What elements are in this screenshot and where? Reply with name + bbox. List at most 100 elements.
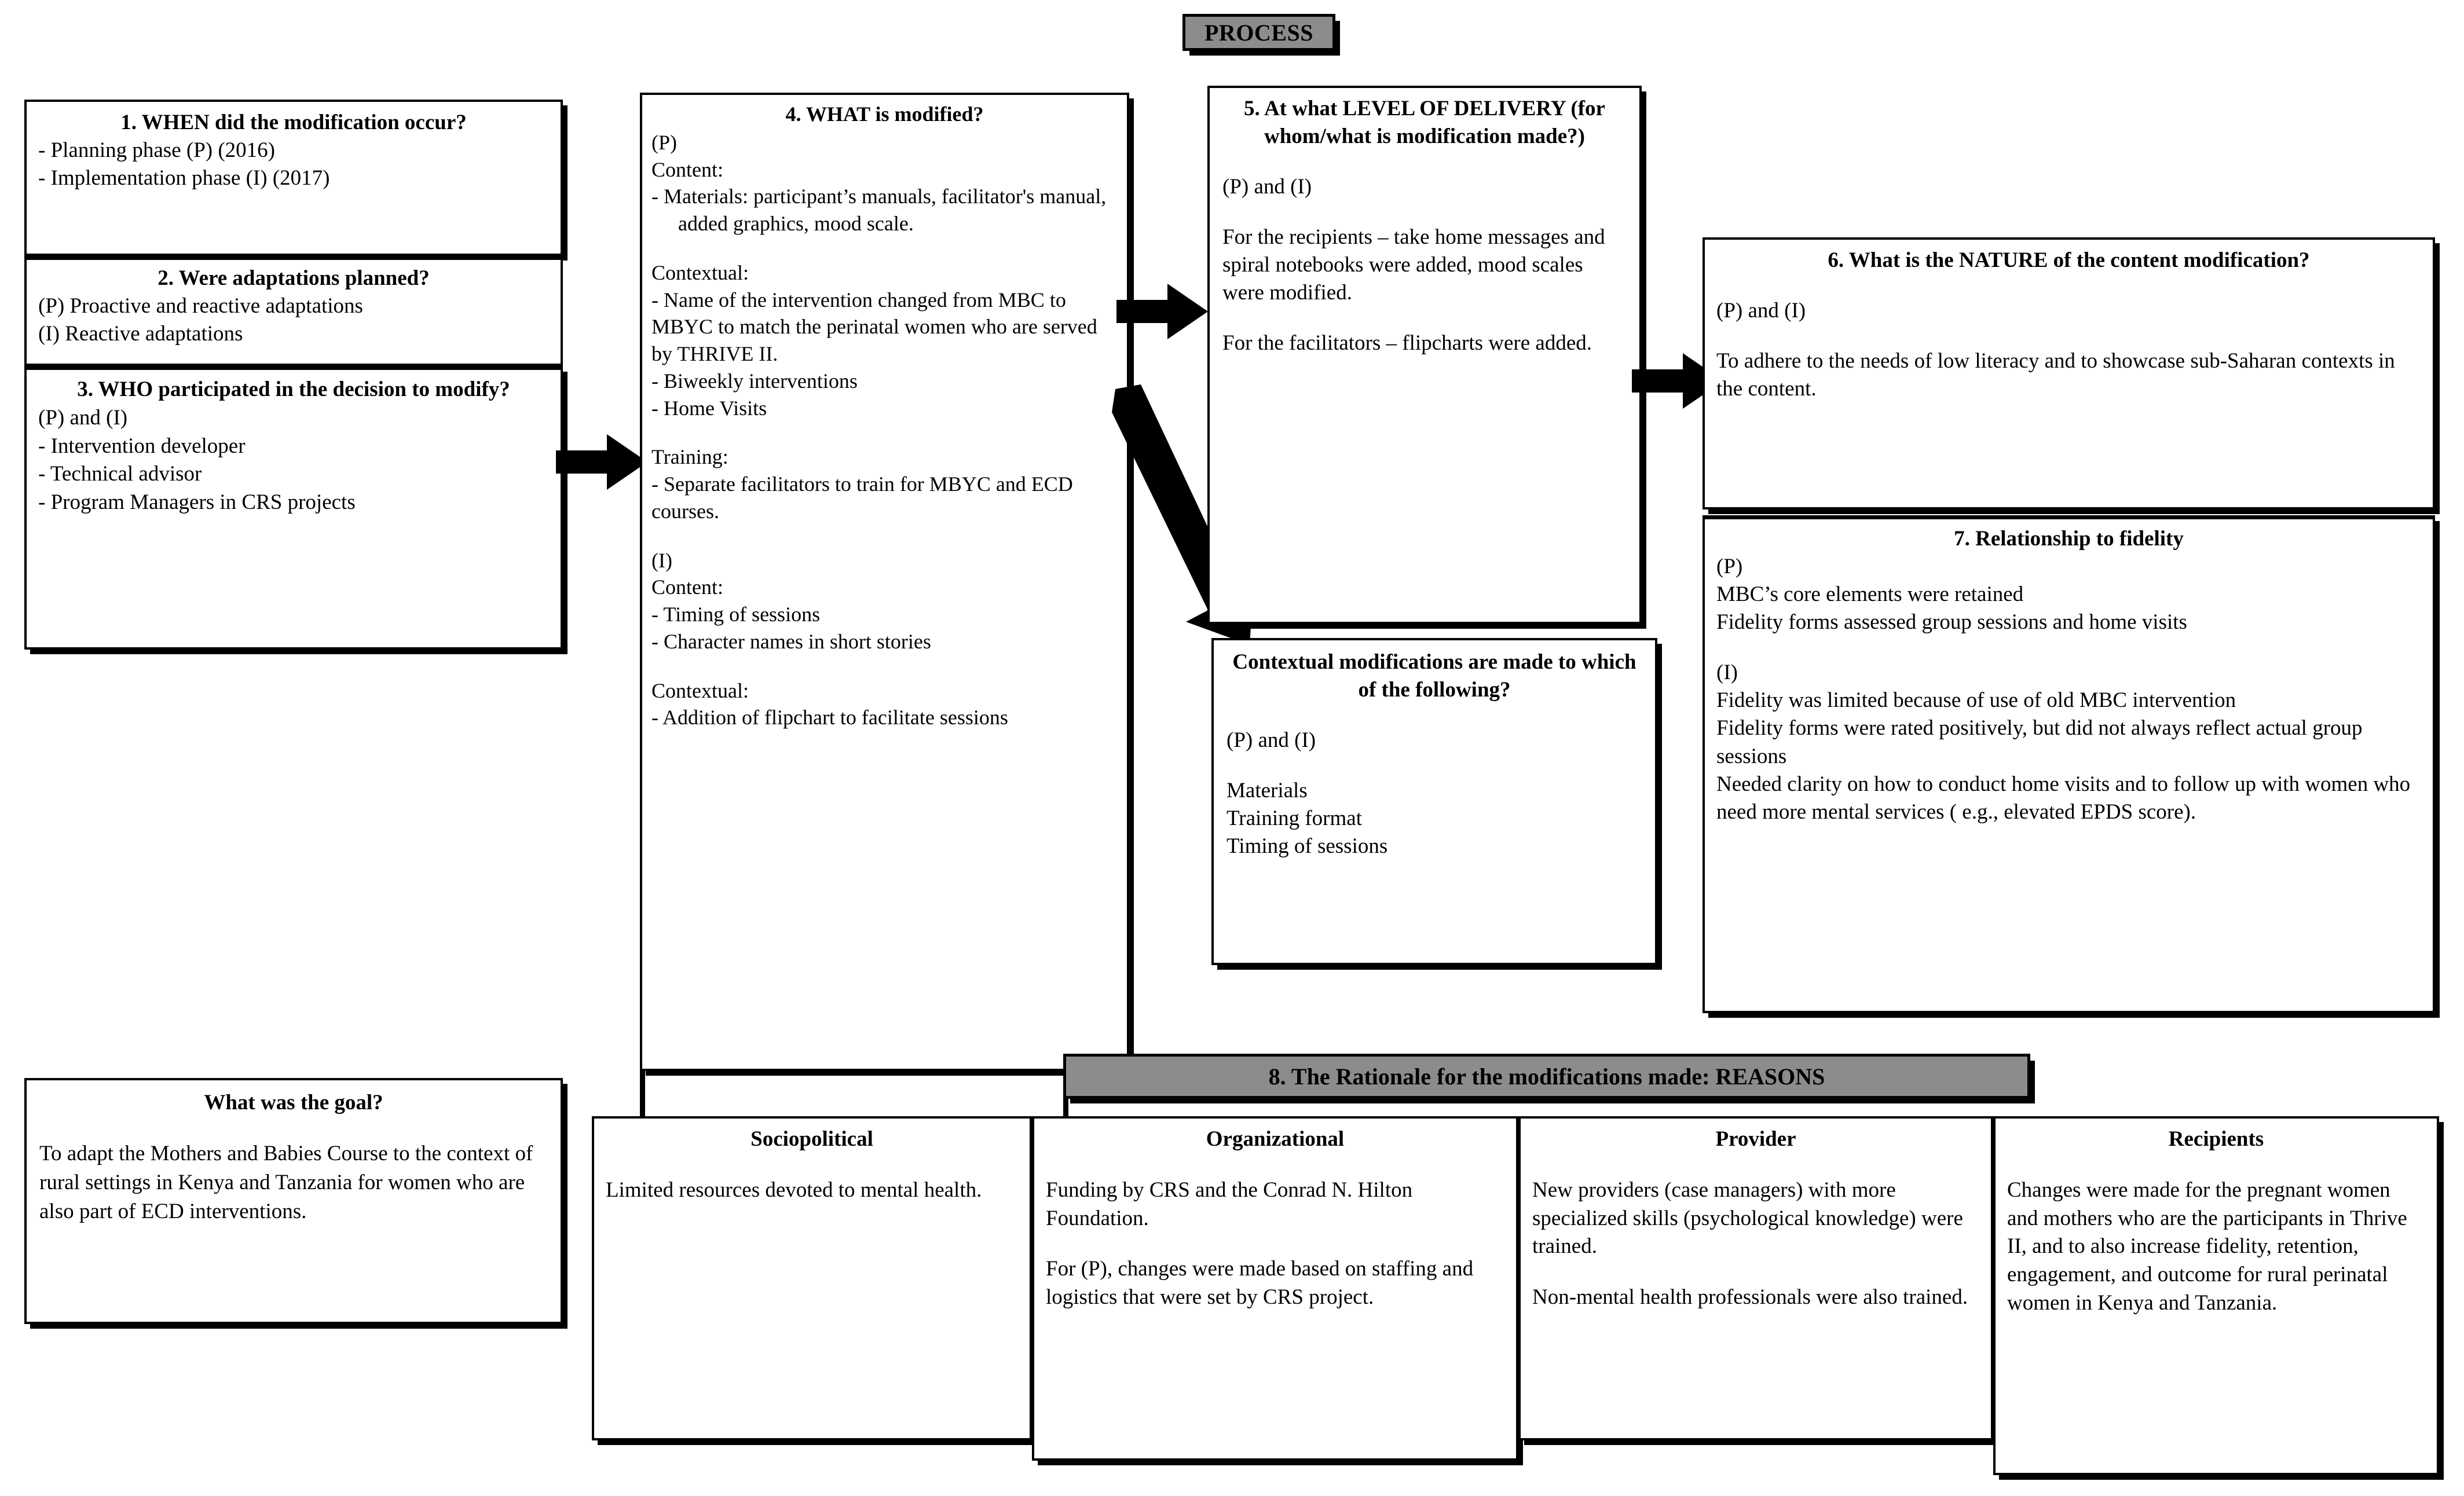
- box-contextual-title: Contextual modifications are made to whi…: [1232, 650, 1636, 702]
- box-contextual-gap-0: [1226, 704, 1642, 727]
- box-what-gap-2: [651, 422, 1118, 444]
- box-what-b12: (I): [651, 548, 672, 572]
- connector-rationale-to-reasons: [1063, 1099, 1068, 1119]
- box-when-modification: 1. WHEN did the modification occur? - Pl…: [24, 100, 563, 256]
- box-what-b17: Contextual:: [651, 679, 749, 702]
- box-who-title: 3. WHO participated in the decision to m…: [77, 377, 510, 401]
- box-who-participated: 3. WHO participated in the decision to m…: [24, 366, 563, 650]
- box-what-b14: - Timing of sessions: [651, 603, 821, 626]
- reason-column-sociopolitical: Sociopolitical Limited resources devoted…: [592, 1116, 1032, 1440]
- reason-text-2-1: Non-mental health professionals were als…: [1532, 1285, 1968, 1309]
- box-when-line-0: - Planning phase (P) (2016): [38, 138, 275, 163]
- box-what-b7: - Home Visits: [651, 396, 767, 420]
- box-when-line-1: - Implementation phase (I) (2017): [38, 166, 330, 190]
- arrow-who-to-what: [556, 434, 647, 490]
- box-what-b4: Contextual:: [651, 261, 749, 284]
- reason-text-0-0: Limited resources devoted to mental heal…: [606, 1178, 982, 1202]
- box-nature-title: 6. What is the NATURE of the content mod…: [1828, 248, 2310, 272]
- reason-text-1-0: Funding by CRS and the Conrad N. Hilton …: [1046, 1178, 1413, 1230]
- box-level-p0: (P) and (I): [1222, 175, 1312, 199]
- box-what-was-the-goal: What was the goal? To adapt the Mothers …: [24, 1078, 563, 1324]
- reason-column-provider: Provider New providers (case managers) w…: [1518, 1116, 1993, 1440]
- box-what-b15: - Character names in short stories: [651, 629, 931, 653]
- reason-text-1-1: For (P), changes were made based on staf…: [1046, 1257, 1474, 1309]
- box-level-gap-1: [1222, 201, 1627, 223]
- box-fidelity-line-1: MBC’s core elements were retained: [1716, 582, 2024, 607]
- box-what-b5: - Name of the intervention changed from …: [651, 288, 1097, 366]
- box-nature-of-modification: 6. What is the NATURE of the content mod…: [1703, 237, 2435, 509]
- box-level-gap-0: [1222, 151, 1627, 173]
- arrow-what-to-level: [1116, 284, 1208, 339]
- box-nature-gap-1: [1716, 325, 2421, 347]
- reason-gap-1b: [1046, 1233, 1504, 1255]
- reason-gap-3: [2007, 1154, 2425, 1176]
- reason-title-2: Provider: [1715, 1127, 1796, 1151]
- reason-gap-2b: [1532, 1261, 1979, 1284]
- box-what-b10: - Separate facilitators to train for MBY…: [651, 472, 1073, 523]
- box-fidelity-line-5: Fidelity was limited because of use of o…: [1716, 688, 2236, 713]
- box-adaptations-planned: 2. Were adaptations planned? (P) Proacti…: [24, 256, 563, 366]
- box-level-of-delivery: 5. At what LEVEL OF DELIVERY (for whom/w…: [1207, 86, 1642, 624]
- rationale-header-label: 8. The Rationale for the modifications m…: [1268, 1063, 1825, 1090]
- process-header-label: PROCESS: [1204, 19, 1313, 46]
- box-fidelity-line-0: (P): [1716, 555, 1743, 579]
- box-what-b0: (P): [651, 130, 677, 154]
- box-contextual-gap-1: [1226, 754, 1642, 777]
- box-who-line-2: - Technical advisor: [38, 462, 202, 486]
- box-goal-title: What was the goal?: [204, 1091, 383, 1114]
- box-who-line-1: - Intervention developer: [38, 434, 246, 458]
- arrow-level-to-nature: [1632, 353, 1723, 409]
- reason-text-3-0: Changes were made for the pregnant women…: [2007, 1178, 2407, 1315]
- reason-gap-1: [1046, 1154, 1504, 1176]
- box-what-b6: - Biweekly interventions: [651, 369, 858, 393]
- box-nature-p0: (P) and (I): [1716, 298, 1806, 322]
- connector-what-to-reasons: [640, 1071, 645, 1117]
- box-nature-gap-0: [1716, 274, 2421, 297]
- reason-title-1: Organizational: [1206, 1127, 1345, 1151]
- box-planned-title: 2. Were adaptations planned?: [158, 266, 430, 290]
- box-planned-line-0: (P) Proactive and reactive adaptations: [38, 294, 363, 318]
- box-what-b13: Content:: [651, 575, 723, 599]
- box-level-title: 5. At what LEVEL OF DELIVERY (for whom/w…: [1244, 97, 1605, 149]
- box-what-b1: Content:: [651, 157, 723, 181]
- box-what-b9: Training:: [651, 445, 728, 469]
- box-goal-p0: To adapt the Mothers and Babies Course t…: [39, 1142, 533, 1223]
- box-what-gap-4: [651, 655, 1118, 677]
- reason-gap-2: [1532, 1154, 1979, 1176]
- reason-text-2-0: New providers (case managers) with more …: [1532, 1178, 1963, 1259]
- box-who-line-0: (P) and (I): [38, 405, 128, 430]
- box-fidelity-gap: [1716, 636, 2421, 659]
- box-level-p2: For the facilitators – flipcharts were a…: [1222, 331, 1592, 355]
- reason-column-organizational: Organizational Funding by CRS and the Co…: [1032, 1116, 1518, 1461]
- box-contextual-line-1: Training format: [1226, 806, 1362, 831]
- box-contextual-modifications: Contextual modifications are made to whi…: [1211, 638, 1657, 965]
- box-relationship-to-fidelity: 7. Relationship to fidelity (P) MBC’s co…: [1703, 515, 2435, 1013]
- box-fidelity-line-4: (I): [1716, 661, 1738, 685]
- box-level-gap-2: [1222, 307, 1627, 329]
- box-what-modified: 4. WHAT is modified? (P) Content: - Mate…: [640, 93, 1129, 1071]
- reason-title-3: Recipients: [2168, 1127, 2264, 1151]
- box-what-b2: - Materials: participant’s manuals, faci…: [651, 185, 1107, 236]
- box-level-p1: For the recipients – take home messages …: [1222, 225, 1605, 305]
- box-contextual-line-2: Timing of sessions: [1226, 834, 1388, 859]
- box-fidelity-line-2: Fidelity forms assessed group sessions a…: [1716, 610, 2187, 635]
- box-goal-gap: [39, 1117, 548, 1140]
- box-planned-line-1: (I) Reactive adaptations: [38, 322, 243, 346]
- box-what-title: 4. WHAT is modified?: [785, 102, 984, 126]
- box-contextual-p0: (P) and (I): [1226, 728, 1316, 753]
- process-header: PROCESS: [1182, 14, 1335, 51]
- reason-gap-0: [606, 1154, 1018, 1176]
- box-nature-p1: To adhere to the needs of low literacy a…: [1716, 349, 2395, 401]
- box-who-line-3: - Program Managers in CRS projects: [38, 490, 356, 515]
- box-when-title: 1. WHEN did the modification occur?: [120, 111, 467, 134]
- box-contextual-line-0: Materials: [1226, 778, 1308, 802]
- box-what-gap-3: [651, 525, 1118, 547]
- box-what-gap-1: [651, 237, 1118, 259]
- box-fidelity-line-7: Needed clarity on how to conduct home vi…: [1716, 772, 2411, 824]
- box-fidelity-line-6: Fidelity forms were rated positively, bu…: [1716, 716, 2363, 768]
- box-what-b18: - Addition of flipchart to facilitate se…: [651, 706, 1008, 729]
- rationale-header: 8. The Rationale for the modifications m…: [1063, 1054, 2030, 1099]
- box-fidelity-title: 7. Relationship to fidelity: [1954, 527, 2184, 551]
- reason-column-recipients: Recipients Changes were made for the pre…: [1993, 1116, 2439, 1475]
- reason-title-0: Sociopolitical: [750, 1127, 873, 1151]
